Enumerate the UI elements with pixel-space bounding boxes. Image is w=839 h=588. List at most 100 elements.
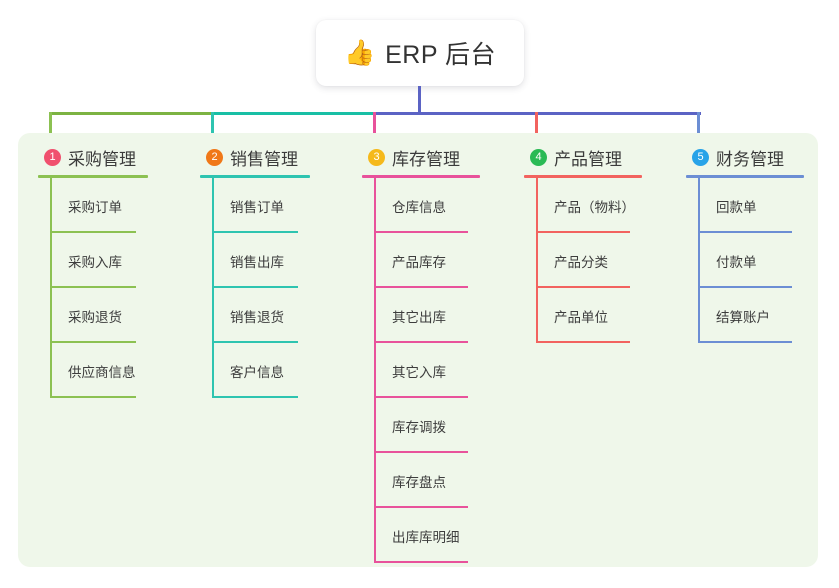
branch-badge-3: 3: [368, 148, 385, 166]
branch-item[interactable]: 采购退货: [38, 288, 160, 343]
branch-item[interactable]: 客户信息: [200, 343, 322, 398]
branch-spine-3: [374, 178, 376, 563]
branch-item-label: 销售出库: [230, 255, 284, 270]
branch-item-underline: [374, 561, 468, 563]
branch-underline-1: [38, 175, 148, 178]
branch-column-3[interactable]: 3 库存管理仓库信息产品库存其它出库其它入库库存调拨库存盘点出库库明细: [362, 145, 484, 563]
branch-item[interactable]: 付款单: [686, 233, 808, 288]
branch-item-underline: [536, 231, 630, 233]
branch-drop-5: [697, 112, 700, 149]
branch-item-label: 仓库信息: [392, 200, 446, 215]
branch-item[interactable]: 库存盘点: [362, 453, 484, 508]
branch-underline-3: [362, 175, 480, 178]
branch-title-4: 产品管理: [554, 149, 622, 169]
branch-item-label: 采购订单: [68, 200, 122, 215]
branch-header-3[interactable]: 3 库存管理: [362, 145, 484, 169]
branch-item-label: 客户信息: [230, 365, 284, 380]
branch-badge-2: 2: [206, 148, 223, 166]
branch-item-underline: [698, 231, 792, 233]
branch-items-5: 回款单付款单结算账户: [686, 178, 808, 343]
branch-item-underline: [698, 286, 792, 288]
branch-drop-2: [211, 112, 214, 149]
branch-item-underline: [536, 286, 630, 288]
root-title: ERP 后台: [385, 41, 497, 69]
branch-item[interactable]: 结算账户: [686, 288, 808, 343]
branch-item[interactable]: 出库库明细: [362, 508, 484, 563]
branch-item-label: 供应商信息: [68, 365, 136, 380]
branch-item-underline: [374, 451, 468, 453]
branch-item-label: 库存盘点: [392, 475, 446, 490]
branch-column-5[interactable]: 5 财务管理回款单付款单结算账户: [686, 145, 808, 343]
branch-item[interactable]: 产品库存: [362, 233, 484, 288]
branch-underline-2: [200, 175, 310, 178]
branch-item-label: 产品单位: [554, 310, 608, 325]
branch-item[interactable]: 产品（物料）: [524, 178, 646, 233]
branch-underline-4: [524, 175, 642, 178]
branch-item[interactable]: 供应商信息: [38, 343, 160, 398]
branch-item[interactable]: 回款单: [686, 178, 808, 233]
branch-item[interactable]: 产品单位: [524, 288, 646, 343]
branch-item-underline: [536, 341, 630, 343]
trunk-line: [418, 86, 421, 115]
branch-title-5: 财务管理: [716, 149, 784, 169]
branch-item[interactable]: 库存调拨: [362, 398, 484, 453]
branch-column-4[interactable]: 4 产品管理产品（物料） 产品分类产品单位: [524, 145, 646, 343]
branch-item-underline: [50, 396, 136, 398]
branch-item[interactable]: 销售退货: [200, 288, 322, 343]
branch-spine-1: [50, 178, 52, 398]
branch-header-2[interactable]: 2 销售管理: [200, 145, 322, 169]
branch-items-2: 销售订单销售出库销售退货客户信息: [200, 178, 322, 398]
branch-item[interactable]: 采购入库: [38, 233, 160, 288]
branch-item-underline: [212, 341, 298, 343]
branch-item-underline: [50, 286, 136, 288]
branch-column-2[interactable]: 2 销售管理销售订单销售出库销售退货客户信息: [200, 145, 322, 398]
branch-item-label: 产品库存: [392, 255, 446, 270]
branch-item[interactable]: 产品分类: [524, 233, 646, 288]
branch-item-underline: [698, 341, 792, 343]
branch-item-label: 其它入库: [392, 365, 446, 380]
branch-item-underline: [374, 396, 468, 398]
branch-spine-4: [536, 178, 538, 343]
branch-badge-1: 1: [44, 148, 61, 166]
bar-segment-teal: [212, 112, 376, 115]
branch-item-underline: [212, 396, 298, 398]
branch-badge-5: 5: [692, 148, 709, 166]
branch-badge-4: 4: [530, 148, 547, 166]
branches-panel: [18, 133, 818, 567]
branch-item-label: 销售订单: [230, 200, 284, 215]
bar-segment-green: [50, 112, 214, 115]
branch-items-1: 采购订单采购入库采购退货供应商信息: [38, 178, 160, 398]
branch-item-label: 采购退货: [68, 310, 122, 325]
branch-drop-3: [373, 112, 376, 149]
branch-item-label: 出库库明细: [392, 530, 460, 545]
branch-item[interactable]: 其它出库: [362, 288, 484, 343]
branch-item-label: 结算账户: [716, 310, 770, 325]
branch-header-5[interactable]: 5 财务管理: [686, 145, 808, 169]
branch-item-label: 产品（物料）: [554, 200, 635, 215]
branch-item-underline: [50, 341, 136, 343]
branch-item-label: 回款单: [716, 200, 757, 215]
branch-item-label: 付款单: [716, 255, 757, 270]
branch-spine-5: [698, 178, 700, 343]
branch-item-label: 采购入库: [68, 255, 122, 270]
branch-title-2: 销售管理: [230, 149, 298, 169]
branch-item[interactable]: 销售出库: [200, 233, 322, 288]
branch-header-4[interactable]: 4 产品管理: [524, 145, 646, 169]
branch-item-underline: [374, 506, 468, 508]
branch-spine-2: [212, 178, 214, 398]
branch-item[interactable]: 其它入库: [362, 343, 484, 398]
branch-item-underline: [374, 231, 468, 233]
branch-item[interactable]: 仓库信息: [362, 178, 484, 233]
root-node[interactable]: 👍 ERP 后台: [316, 20, 524, 86]
branch-item[interactable]: 销售订单: [200, 178, 322, 233]
branch-underline-5: [686, 175, 804, 178]
branch-item-underline: [374, 286, 468, 288]
branch-title-3: 库存管理: [392, 149, 460, 169]
branch-item-underline: [374, 341, 468, 343]
branch-drop-4: [535, 112, 538, 149]
branch-item[interactable]: 采购订单: [38, 178, 160, 233]
branch-items-4: 产品（物料） 产品分类产品单位: [524, 178, 646, 343]
